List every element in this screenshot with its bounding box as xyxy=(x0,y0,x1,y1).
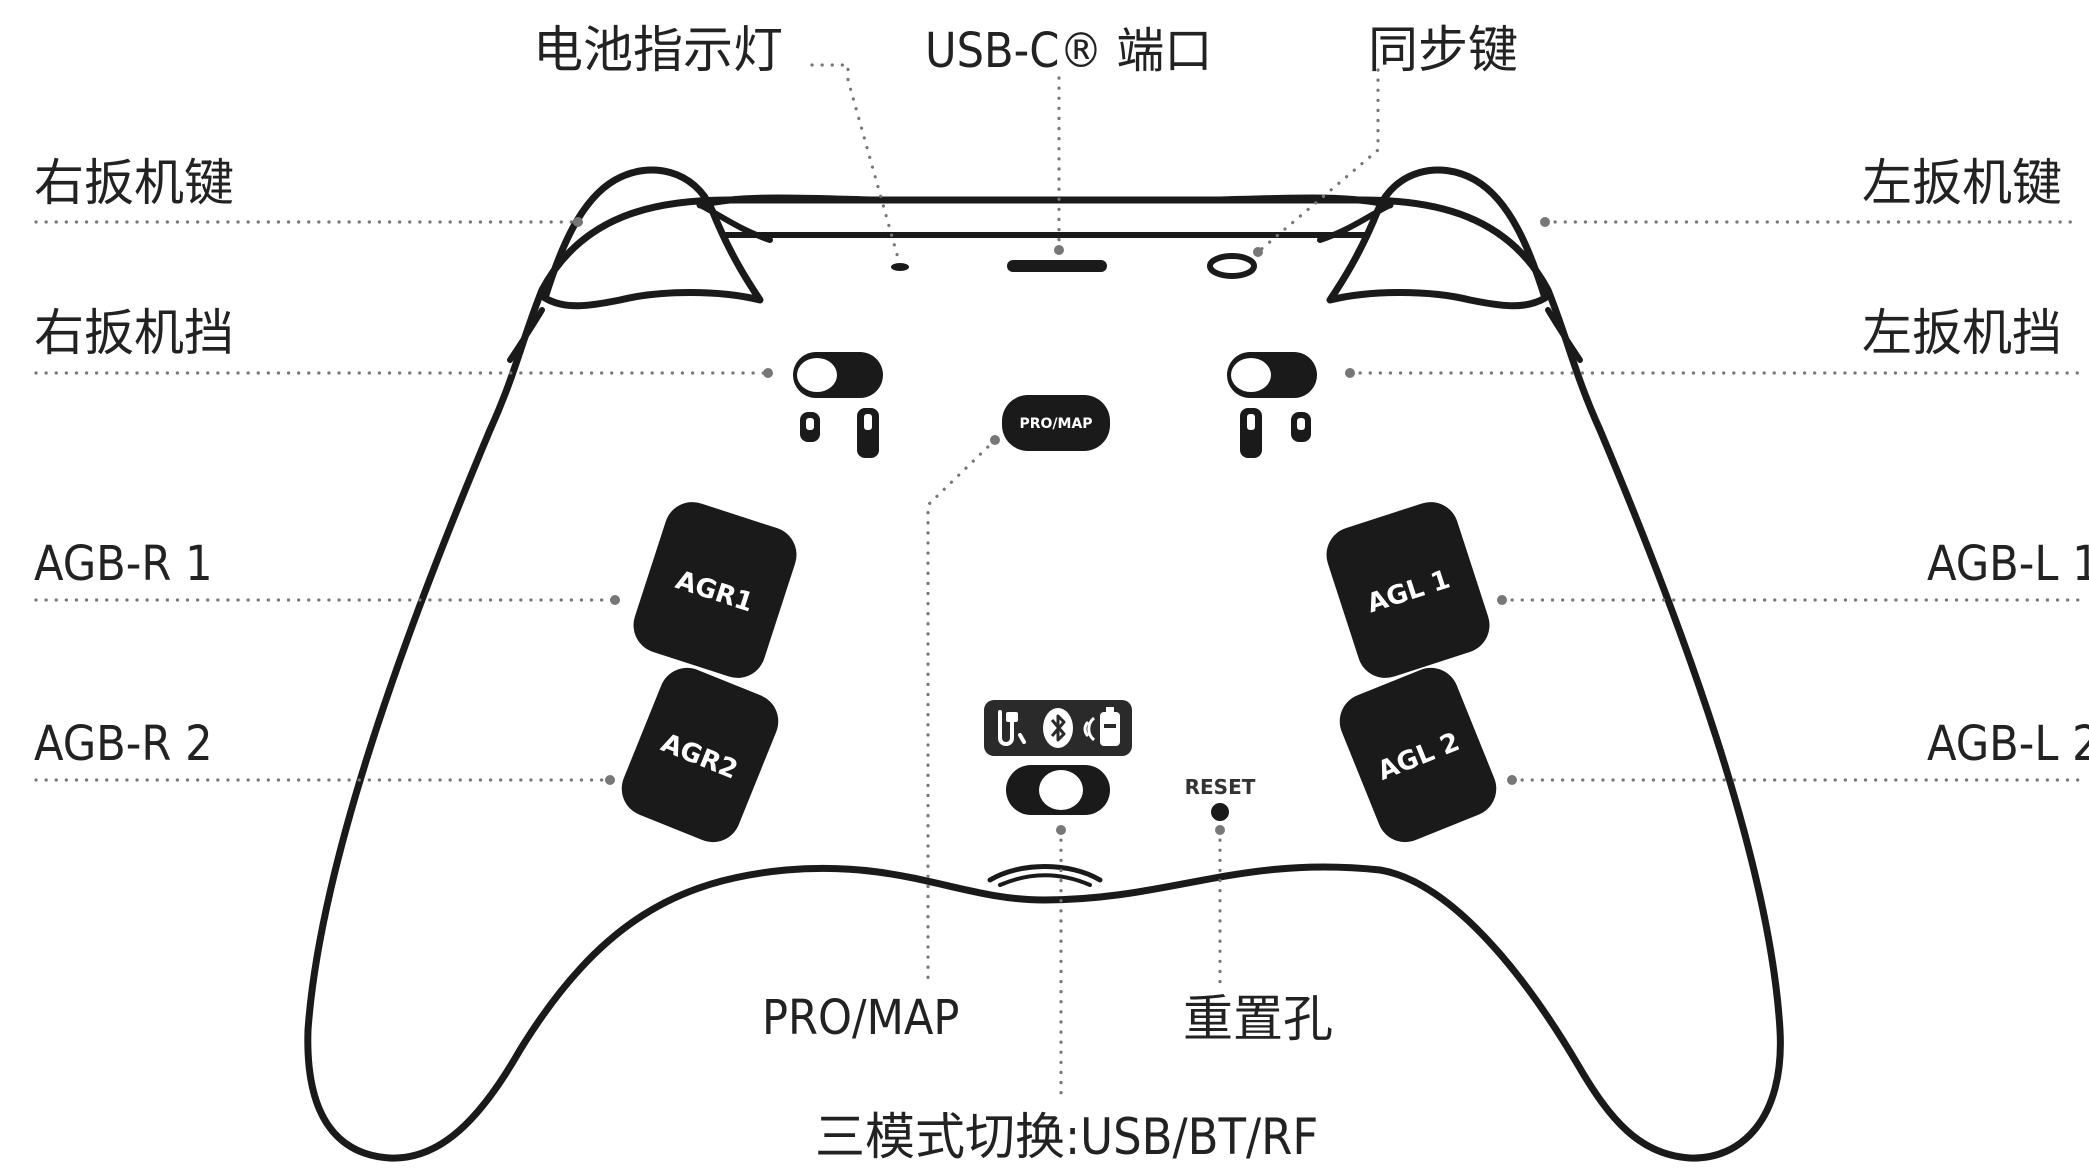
battery-indicator-light xyxy=(891,263,909,271)
label-right-trigger: 右扳机键 xyxy=(34,154,234,212)
left-trigger-stop-switch[interactable] xyxy=(1227,352,1317,458)
controller-body xyxy=(304,196,1784,1162)
label-left-trigger: 左扳机键 xyxy=(1862,154,2062,212)
agr2-paddle[interactable]: AGR2 xyxy=(613,659,786,850)
reset-text: RESET xyxy=(1185,775,1256,799)
rf-dongle-icon xyxy=(1083,707,1120,746)
left-trigger-shape xyxy=(1326,166,1549,310)
label-sync-button: 同步键 xyxy=(1368,21,1518,79)
label-right-trigger-stop: 右扳机挡 xyxy=(34,304,234,362)
controller-outline xyxy=(304,166,1784,1162)
right-shoulder-step xyxy=(507,307,545,363)
usb-cable-icon xyxy=(998,710,1026,746)
label-agb-l2: AGB-L 2 xyxy=(1927,716,2089,772)
agl1-paddle[interactable]: AGL 1 xyxy=(1319,495,1497,685)
pro-map-button[interactable]: PRO/MAP xyxy=(1002,395,1110,451)
leader-lines xyxy=(34,63,2080,1102)
controller-top-rim xyxy=(696,194,1394,209)
label-agb-r2: AGB-R 2 xyxy=(34,716,213,772)
right-trigger-ridge xyxy=(697,202,773,243)
label-battery-indicator: 电池指示灯 xyxy=(533,21,783,79)
agr1-paddle[interactable]: AGR1 xyxy=(626,495,804,685)
label-agb-l1: AGB-L 1 xyxy=(1927,536,2089,592)
label-pro-map: PRO/MAP xyxy=(762,990,960,1046)
label-reset-hole: 重置孔 xyxy=(1183,990,1333,1048)
label-left-trigger-stop: 左扳机挡 xyxy=(1862,304,2062,362)
label-mode-switch: 三模式切换:USB/BT/RF xyxy=(815,1108,1319,1166)
agl2-paddle[interactable]: AGL 2 xyxy=(1331,659,1504,850)
bottom-notch-inner xyxy=(998,873,1092,887)
mode-switch[interactable] xyxy=(1006,765,1110,815)
bottom-notch xyxy=(987,864,1103,883)
label-usb-c-port: USB-C® 端口 xyxy=(925,23,1213,79)
pro-map-button-label: PRO/MAP xyxy=(1019,416,1092,432)
bluetooth-icon xyxy=(1043,708,1073,748)
label-agb-r1: AGB-R 1 xyxy=(34,536,213,592)
mode-icons-panel xyxy=(984,700,1132,756)
left-shoulder-step xyxy=(1545,307,1583,363)
sync-button[interactable] xyxy=(1207,253,1257,279)
right-trigger-shape xyxy=(541,166,764,310)
left-trigger-ridge xyxy=(1317,202,1393,243)
usb-c-port xyxy=(1007,260,1107,272)
right-trigger-stop-switch[interactable] xyxy=(793,352,883,458)
reset-hole[interactable] xyxy=(1211,803,1229,821)
